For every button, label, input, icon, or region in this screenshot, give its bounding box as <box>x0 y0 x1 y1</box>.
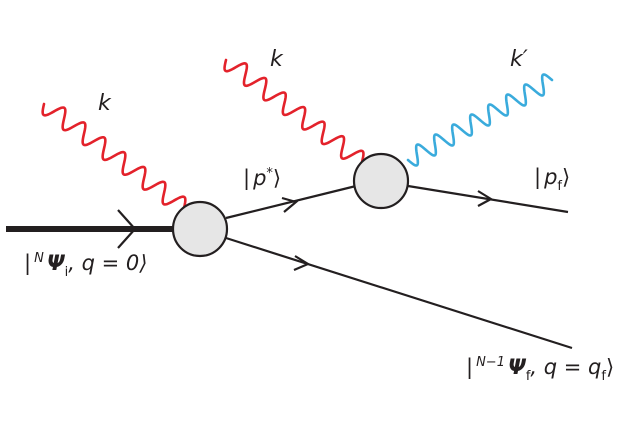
vertex-absorption <box>171 200 229 258</box>
intermediate-state-label: |p*⟩ <box>243 166 281 191</box>
intermediate-line-arrow <box>281 196 299 213</box>
photon-label-k-second: k <box>270 47 284 72</box>
incoming-photon-k-second <box>223 58 365 164</box>
final-electron-state-label: |pf⟩ <box>534 165 570 194</box>
incoming-photon-k-first <box>41 102 187 210</box>
intermediate-electron-line <box>225 184 357 220</box>
residual-line-arrow <box>293 255 311 272</box>
vertex-scattering <box>352 152 410 210</box>
final-electron-line <box>407 184 569 214</box>
residual-system-line <box>225 236 573 350</box>
outgoing-photon-k-prime <box>406 73 554 167</box>
photon-label-k-prime: k′ <box>510 47 528 72</box>
final-electron-arrow <box>477 190 494 207</box>
photon-label-k-first: k <box>98 91 112 116</box>
initial-line-arrow <box>117 209 137 249</box>
